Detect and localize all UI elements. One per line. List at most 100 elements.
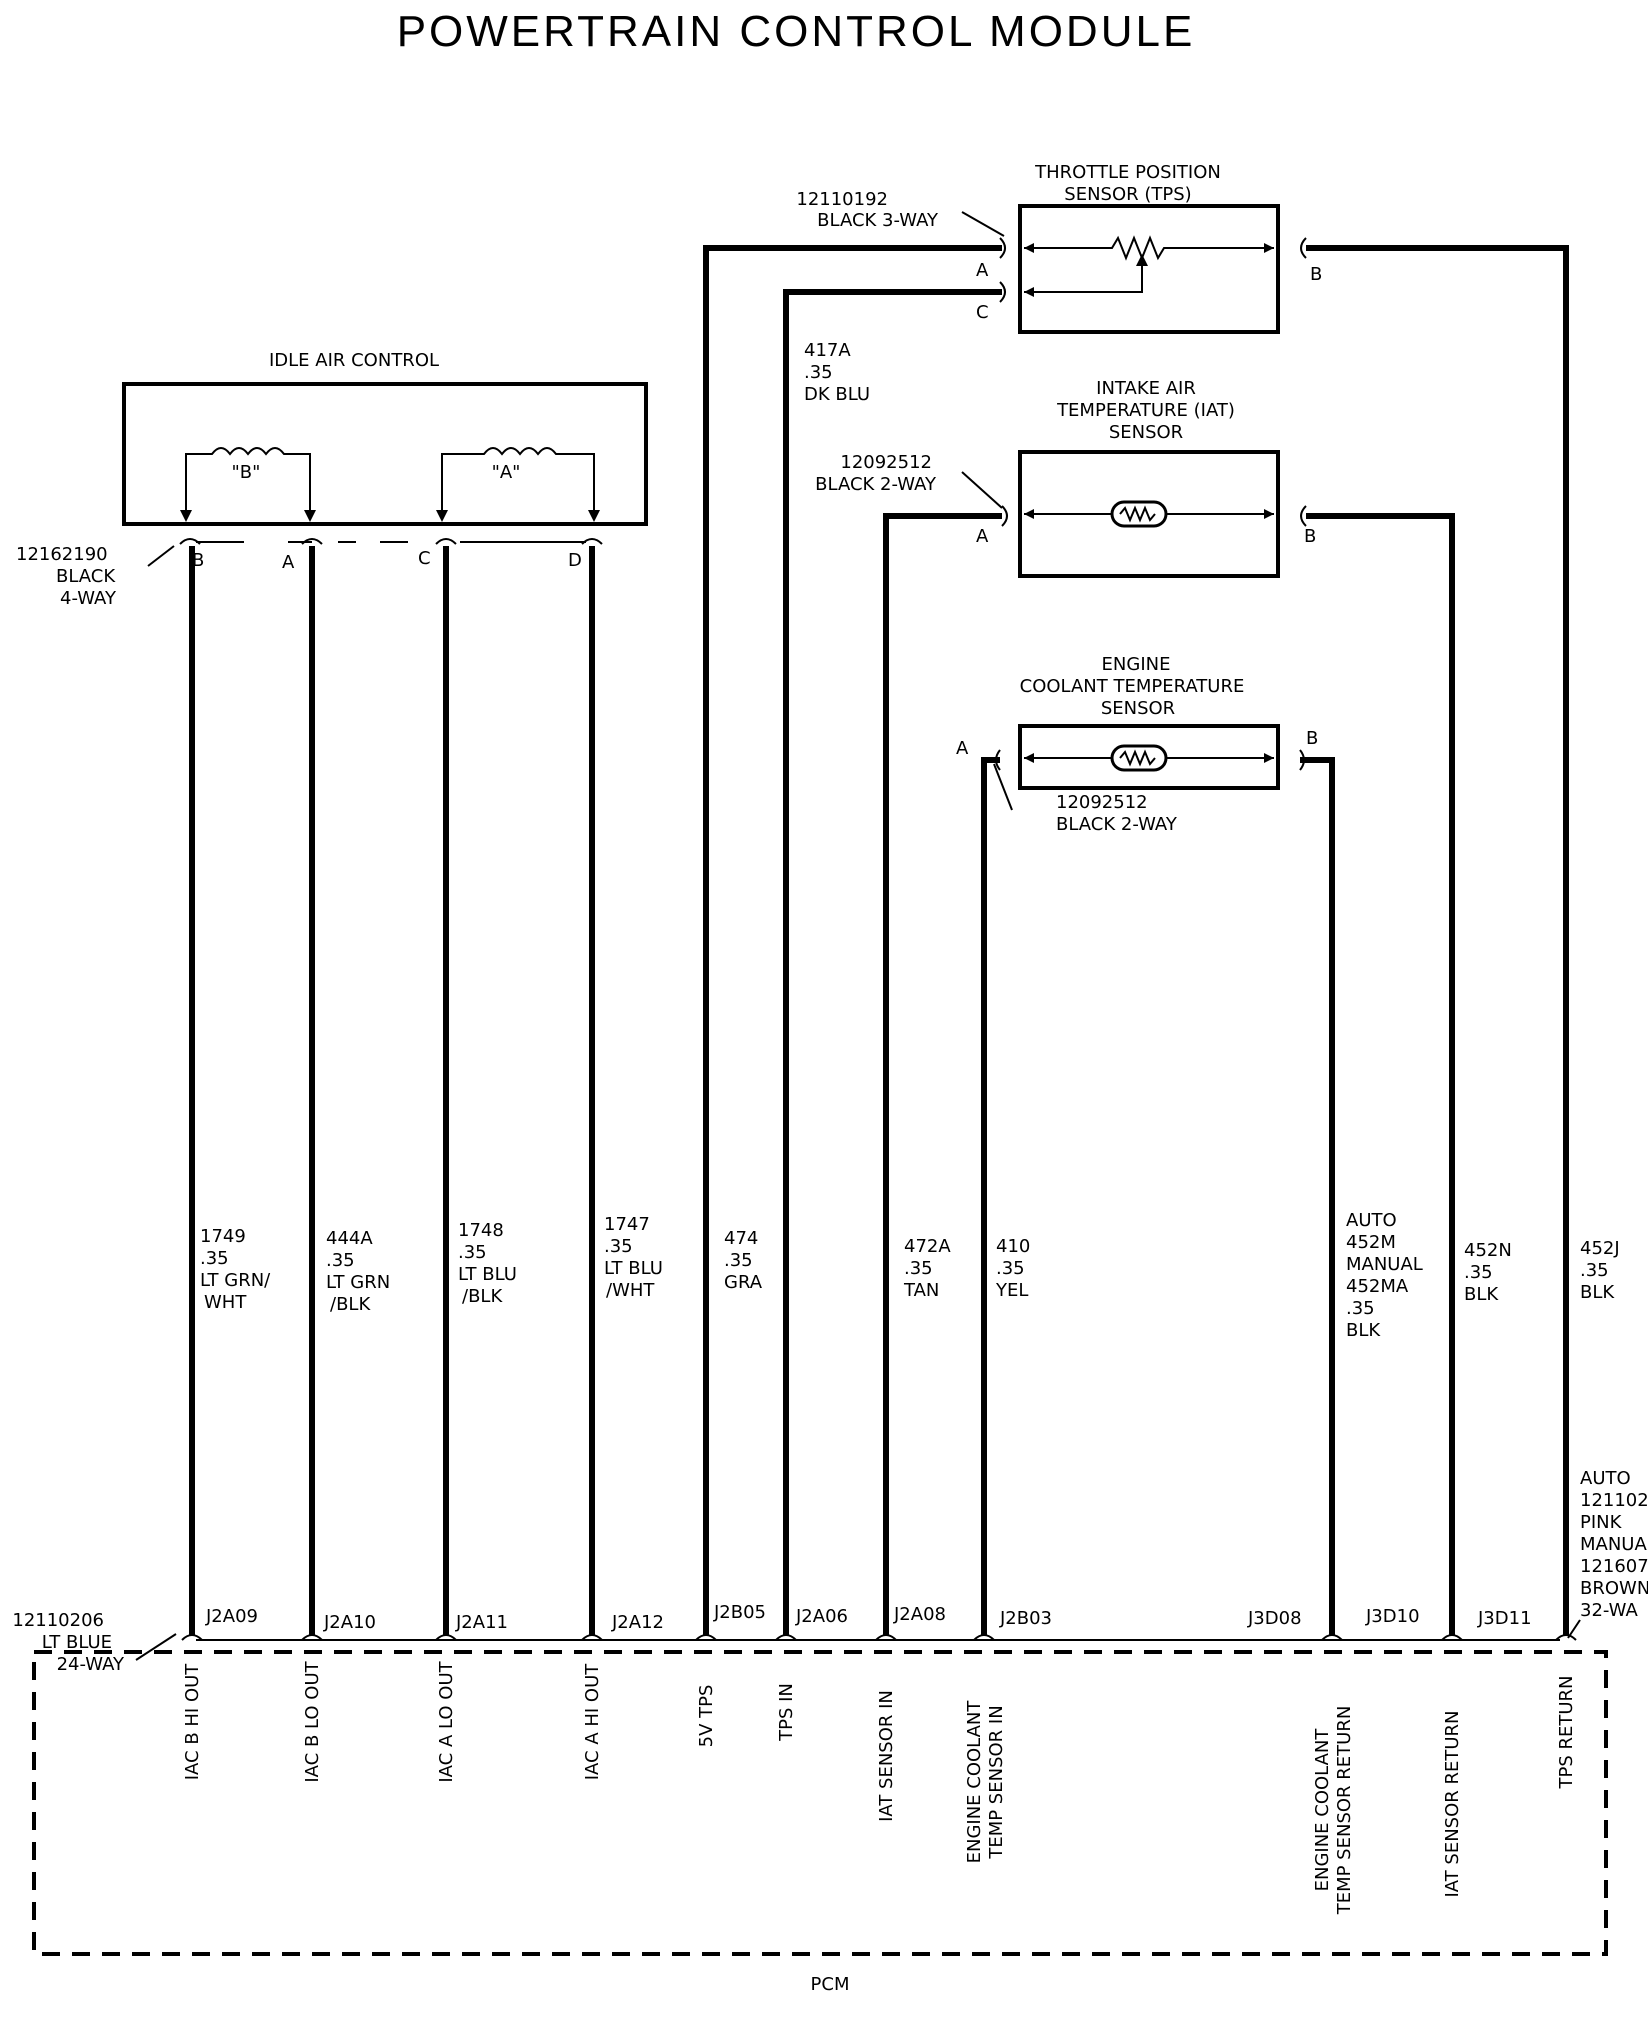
pcm-connector-right-line: BROWN [1580,1578,1648,1599]
iac-component: IDLE AIR CONTROL "B" "A" 12162190 BLACK … [16,350,648,609]
pcm-function-text: IAC A HI OUT [582,1663,603,1781]
tps-connector-line1: 12110192 [796,189,888,210]
iat-box [1018,450,1280,578]
wire-circuit-2: 452MA [1346,1276,1409,1297]
wire-gauge: .35 [724,1250,753,1271]
pcm-connector-right-leader [1567,1619,1581,1639]
iat-thermistor-icon [1110,500,1168,528]
wire-gauge: .35 [604,1236,633,1257]
wire-gauge: .35 [996,1258,1025,1279]
wire-color-2: /BLK [462,1286,503,1307]
ect-thermistor-zigzag-icon [1119,749,1156,767]
pcm-pin-j2b05: J2B05 [713,1602,766,1623]
iat-name-line2: TEMPERATURE (IAT) [1056,400,1235,421]
wire-circuit: 1749 [200,1226,246,1247]
iac-name: IDLE AIR CONTROL [269,350,439,371]
pcm-function-iac-b-lo-out: IAC B LO OUT [302,1660,323,1782]
wire-color: BLK [1464,1284,1499,1305]
pcm-function-iac-a-hi-out: IAC A HI OUT [582,1663,603,1781]
pcm-connector-left-line3: 24-WAY [57,1654,125,1675]
iat-pin-b: B [1304,526,1316,547]
ect-name-line3: SENSOR [1101,698,1175,719]
pcm-function-ect-sensor-in: ENGINE COOLANT TEMP SENSOR IN [964,1700,1007,1864]
wire-option: AUTO [1346,1210,1397,1231]
tps-connector-line2: BLACK 3-WAY [817,210,939,231]
pcm-pin-j3d08: J3D08 [1247,1608,1302,1629]
wire-label-410: 410 .35 YEL [995,1236,1030,1301]
wire-410 [981,757,1000,1636]
wire-452j [1306,245,1569,1636]
pcm-connector-terminals-icon [181,1634,1577,1641]
wire-label-452n: 452N .35 BLK [1464,1240,1512,1305]
pcm-label: PCM [811,1974,850,1995]
wire-color: BLK [1580,1282,1615,1303]
wire-color-2: /BLK [330,1294,371,1315]
iac-coil-a-icon [441,447,595,520]
tps-pin-a: A [976,260,989,281]
tps-connector-terminals-icon [999,237,1307,303]
pcm-connector-right-line: 32-WA [1580,1600,1638,1621]
pcm-function-ect-sensor-return: ENGINE COOLANT TEMP SENSOR RETURN [1312,1706,1355,1916]
wire-color: LT BLU [604,1258,663,1279]
iat-connector-line2: BLACK 2-WAY [815,474,937,495]
wire-color-2: /WHT [606,1280,655,1301]
pcm-pin-j2a10: J2A10 [323,1612,376,1633]
wire-color: GRA [724,1272,763,1293]
wire-label-452m: AUTO 452M MANUAL 452MA .35 BLK [1346,1210,1423,1341]
wire-circuit: 472A [904,1236,951,1257]
tps-component: THROTTLE POSITION SENSOR (TPS) 12110192 … [796,162,1322,334]
iac-connector-terminals-icon [179,538,603,545]
pcm-function-iat-sensor-return: IAT SENSOR RETURN [1442,1710,1463,1897]
iac-pin-arrows-icon [180,510,600,522]
iat-connector-terminals-icon [1001,505,1307,527]
iac-box [122,382,648,526]
tps-name-line1: THROTTLE POSITION [1034,162,1221,183]
wire-label-452j: 452J .35 BLK [1580,1238,1620,1303]
pcm-connector: 12110206 LT BLUE 24-WAY AUTO 121102 PINK… [12,1468,1648,1675]
wire-option: MANUAL [1346,1254,1423,1275]
ect-connector-line2: BLACK 2-WAY [1056,814,1178,835]
tps-box [1018,204,1280,334]
iac-pin-c: C [418,548,431,569]
wire-label-417a: 417A .35 DK BLU [804,340,870,405]
tps-pin-b: B [1310,264,1322,285]
wire-color: YEL [995,1280,1028,1301]
pcm-pin-j3d10: J3D10 [1365,1606,1420,1627]
wire-gauge: .35 [326,1250,355,1271]
ect-connector-terminals-icon [995,749,1305,771]
pcm-functions: IAC B HI OUT IAC B LO OUT IAC A LO OUT I… [182,1660,1577,1915]
wire-labels: 1749 .35 LT GRN/ WHT 444A .35 LT GRN /BL… [200,340,1620,1341]
wire-circuit: 452M [1346,1232,1396,1253]
tps-pin-arrows-icon [1024,243,1274,297]
iac-coil-a-label: "A" [492,462,521,483]
wires [189,245,1569,1636]
pcm-connector-right-line: PINK [1580,1512,1623,1533]
tps-resistor-icon [1024,235,1274,261]
wire-color: DK BLU [804,384,870,405]
wire-label-474: 474 .35 GRA [724,1228,763,1293]
wire-circuit: 410 [996,1236,1030,1257]
ect-connector-line1: 12092512 [1056,792,1148,813]
wire-circuit: 444A [326,1228,373,1249]
wire-color-2: WHT [204,1292,247,1313]
diagram-title: POWERTRAIN CONTROL MODULE [397,7,1196,56]
wire-452m [1300,757,1335,1636]
wire-circuit: 452N [1464,1240,1512,1261]
pcm-pin-j2a12: J2A12 [611,1612,664,1633]
iac-coil-b-label: "B" [232,462,261,483]
wire-circuit: 452J [1580,1238,1620,1259]
iat-name-line3: SENSOR [1109,422,1183,443]
iat-name-line1: INTAKE AIR [1096,378,1196,399]
pcm-connector-right-line: 121102 [1580,1490,1648,1511]
iac-connector-line2: BLACK [56,566,116,587]
pcm-function-iat-sensor-in: IAT SENSOR IN [876,1690,897,1822]
iat-connector-leader [961,471,1003,509]
pcm-function-text-2: TEMP SENSOR RETURN [1334,1706,1355,1916]
ect-component: ENGINE COOLANT TEMPERATURE SENSOR A B 12… [956,654,1318,835]
wire-label-472a: 472A .35 TAN [903,1236,951,1301]
wire-label-444a: 444A .35 LT GRN /BLK [326,1228,390,1315]
iac-pin-a: A [282,552,295,573]
pcm-pins: J2A09 J2A10 J2A11 J2A12 J2B05 J2A06 J2A0… [205,1602,1532,1633]
wire-circuit: 1748 [458,1220,504,1241]
